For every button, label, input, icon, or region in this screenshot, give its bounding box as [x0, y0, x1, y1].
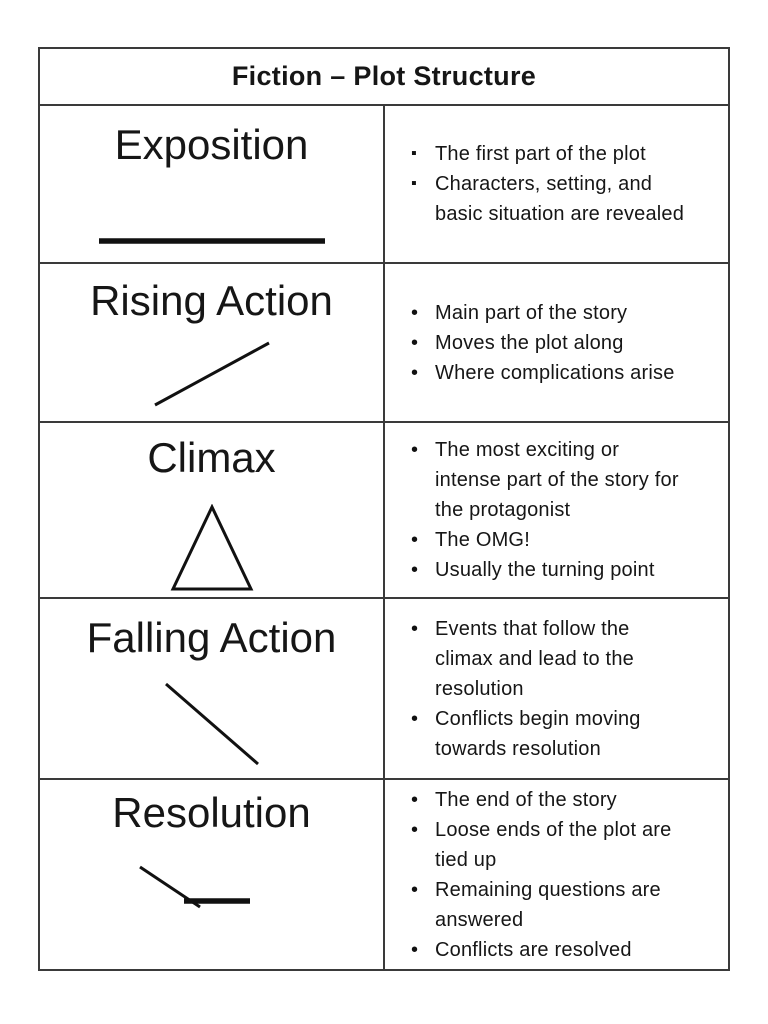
bullet-text: Main part of the story — [435, 301, 628, 324]
bullet-text: Conflicts begin moving towards resolutio… — [435, 707, 641, 760]
bullet-list: • The end of the story • Loose ends of t… — [411, 785, 724, 965]
table-row-climax: Climax • The most exciting or intense pa… — [40, 423, 728, 599]
term-cell: Resolution — [40, 780, 385, 969]
bullet-list: ▪ The first part of the plot ▪ Character… — [411, 139, 724, 229]
description-cell: ▪ The first part of the plot ▪ Character… — [385, 106, 728, 262]
dot-bullet-icon: • — [411, 439, 419, 461]
bullet-text: Remaining questions are answered — [435, 878, 661, 931]
dot-bullet-icon: • — [411, 617, 419, 640]
description-cell: • The end of the story • Loose ends of t… — [385, 780, 728, 969]
dot-bullet-icon: • — [411, 938, 419, 961]
triangle-peak-icon — [170, 504, 253, 591]
dot-bullet-icon: • — [411, 878, 419, 901]
bullet-text: The OMG! — [435, 529, 530, 551]
square-bullet-icon: ▪ — [411, 175, 417, 192]
list-item: • Events that follow the climax and lead… — [411, 614, 724, 704]
bullet-list: • The most exciting or intense part of t… — [411, 435, 724, 585]
term-cell: Exposition — [40, 106, 385, 262]
term-label: Rising Action — [90, 277, 333, 324]
list-item: • Moves the plot along — [411, 328, 724, 358]
table-row-exposition: Exposition ▪ The first part of the plot … — [40, 106, 728, 264]
term-cell: Rising Action — [40, 264, 385, 421]
list-item: • The most exciting or intense part of t… — [411, 435, 724, 525]
term-label: Resolution — [112, 789, 311, 836]
bullet-text: Conflicts are resolved — [435, 938, 632, 961]
dot-bullet-icon: • — [411, 707, 419, 730]
square-bullet-icon: ▪ — [411, 145, 417, 162]
term-label: Falling Action — [86, 614, 337, 661]
dot-bullet-icon: • — [411, 331, 419, 354]
bullet-list: • Main part of the story • Moves the plo… — [411, 298, 724, 388]
term-cell: Climax — [40, 423, 385, 597]
leveling-out-line-icon — [138, 866, 250, 909]
list-item: • Remaining questions are answered — [411, 875, 724, 935]
table-header-row: Fiction – Plot Structure — [40, 49, 728, 106]
dot-bullet-icon: • — [411, 361, 419, 384]
list-item: • Conflicts are resolved — [411, 935, 724, 965]
bullet-text: Usually the turning point — [435, 559, 655, 581]
bullet-text: Loose ends of the plot are tied up — [435, 818, 672, 871]
description-cell: • Main part of the story • Moves the plo… — [385, 264, 728, 421]
page-title: Fiction – Plot Structure — [231, 61, 537, 91]
bullet-list: • Events that follow the climax and lead… — [411, 614, 724, 764]
term-label: Climax — [147, 434, 276, 481]
list-item: • The OMG! — [411, 525, 724, 555]
description-cell: • The most exciting or intense part of t… — [385, 423, 728, 597]
table-row-falling-action: Falling Action • Events that follow the … — [40, 599, 728, 780]
rising-line-icon — [153, 341, 270, 407]
table-row-rising-action: Rising Action • Main part of the story •… — [40, 264, 728, 423]
falling-line-icon — [164, 682, 259, 766]
list-item: ▪ The first part of the plot — [411, 139, 724, 169]
dot-bullet-icon: • — [411, 301, 419, 324]
dot-bullet-icon: • — [411, 529, 419, 551]
dot-bullet-icon: • — [411, 818, 419, 841]
list-item: • Loose ends of the plot are tied up — [411, 815, 724, 875]
list-item: • Conflicts begin moving towards resolut… — [411, 704, 724, 764]
term-label: Exposition — [114, 121, 309, 168]
list-item: • Usually the turning point — [411, 555, 724, 585]
bullet-text: The first part of the plot — [435, 143, 646, 165]
bullet-text: Characters, setting, and basic situation… — [435, 173, 685, 225]
table-row-resolution: Resolution • The end of the story • Loos… — [40, 780, 728, 969]
bullet-text: The end of the story — [435, 788, 617, 811]
plot-structure-table: Fiction – Plot Structure Exposition ▪ Th… — [38, 47, 730, 971]
bullet-text: Where complications arise — [435, 361, 675, 384]
dot-bullet-icon: • — [411, 788, 419, 811]
dot-bullet-icon: • — [411, 559, 419, 581]
flat-line-icon — [98, 238, 325, 244]
list-item: • Where complications arise — [411, 358, 724, 388]
term-cell: Falling Action — [40, 599, 385, 778]
list-item: • Main part of the story — [411, 298, 724, 328]
list-item: ▪ Characters, setting, and basic situati… — [411, 169, 724, 229]
bullet-text: The most exciting or intense part of the… — [435, 439, 679, 521]
description-cell: • Events that follow the climax and lead… — [385, 599, 728, 778]
bullet-text: Moves the plot along — [435, 331, 624, 354]
bullet-text: Events that follow the climax and lead t… — [435, 617, 634, 700]
list-item: • The end of the story — [411, 785, 724, 815]
